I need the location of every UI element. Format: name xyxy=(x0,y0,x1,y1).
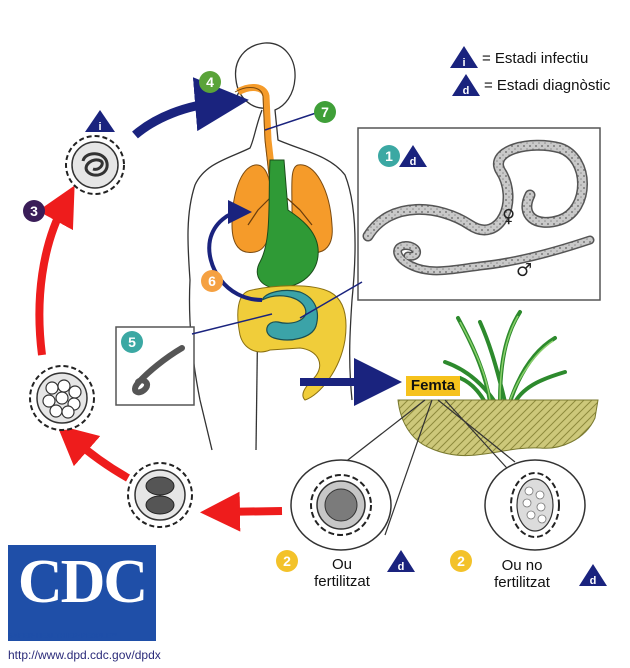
svg-text:d: d xyxy=(463,85,470,97)
svg-text:d: d xyxy=(410,156,417,168)
svg-text:3: 3 xyxy=(30,203,38,219)
adult-worm-male-fill xyxy=(394,237,593,274)
step-3-badge: 3 xyxy=(23,200,45,222)
fertilized-egg-label-line2: fertilitzat xyxy=(314,573,370,590)
cdc-logo: CDC xyxy=(8,545,156,641)
step-2-badge-unfertile: 2 xyxy=(450,550,472,572)
fertilized-egg-label: Ou fertilitzat xyxy=(300,556,384,590)
arrow-embryonated-development-2 xyxy=(35,185,75,356)
unfertilized-egg-label: Ou no fertilitzat xyxy=(474,557,570,591)
grass-highlight xyxy=(459,315,554,401)
diagnostic-stage-icon-fertile: d xyxy=(387,550,415,573)
feces-label: Femta xyxy=(406,376,460,396)
adult-worm-female-fill xyxy=(364,141,587,240)
female-symbol: ♀ xyxy=(502,206,515,227)
step-7-badge: 7 xyxy=(314,101,336,123)
egg-infective-larva xyxy=(65,135,125,195)
svg-text:2: 2 xyxy=(283,553,291,569)
inset-pointer-intestine xyxy=(299,281,363,319)
diagnostic-stage-icon-adult: d xyxy=(399,145,427,168)
step-6-badge: 6 xyxy=(201,270,223,292)
cdc-url-link[interactable]: http://www.dpd.cdc.gov/dpdx xyxy=(8,648,161,662)
svg-text:1: 1 xyxy=(385,148,393,164)
egg-two-cell xyxy=(127,462,193,528)
step-5-badge: 5 xyxy=(121,331,143,353)
svg-text:2: 2 xyxy=(457,553,465,569)
step-1-badge: 1 xyxy=(378,145,400,167)
lung-migration-arrow xyxy=(207,200,263,302)
small-intestine xyxy=(260,289,319,341)
fertilized-egg-label-line1: Ou xyxy=(331,556,352,573)
infective-stage-icon-legend: i xyxy=(450,46,478,69)
arrow-embryonated-development-1 xyxy=(56,424,130,482)
larva-icon xyxy=(132,345,185,396)
infective-stage-icon-egg: i xyxy=(85,110,115,133)
legend-diagnostic-label: = Estadi diagnòstic xyxy=(484,77,611,94)
svg-text:7: 7 xyxy=(321,104,329,120)
soil-egg-pointers xyxy=(334,399,546,536)
soil-patch xyxy=(397,399,599,456)
svg-text:d: d xyxy=(398,561,405,573)
cdc-logo-letters: CDC xyxy=(17,548,148,616)
arrow-to-mouth xyxy=(132,77,249,139)
larva-pointer xyxy=(191,313,273,335)
egg-unfertilized xyxy=(484,459,586,551)
airway-pointer xyxy=(264,112,317,131)
step-4-badge: 4 xyxy=(199,71,221,93)
egg-fertilized xyxy=(290,459,392,551)
egg-morula xyxy=(29,365,95,431)
diagnostic-stage-icon-unfertile: d xyxy=(579,564,607,587)
male-symbol: ♂ xyxy=(516,260,532,281)
unfertilized-egg-label-line1: Ou no xyxy=(501,557,543,574)
svg-text:6: 6 xyxy=(208,273,216,289)
large-intestine xyxy=(237,285,347,401)
grass-icon xyxy=(443,310,567,404)
step-2-badge-fertile: 2 xyxy=(276,550,298,572)
legend-infective-label: = Estadi infectiu xyxy=(482,50,589,67)
svg-text:i: i xyxy=(98,121,101,133)
arrow-eggs-to-embryonated xyxy=(200,491,283,532)
svg-text:i: i xyxy=(462,57,465,69)
svg-text:4: 4 xyxy=(206,74,214,90)
cdc-tagline: SAFER·HEALTHIER·PEOPLE™ xyxy=(8,633,119,640)
unfertilized-egg-label-line2: fertilitzat xyxy=(494,574,550,591)
diagnostic-stage-icon-legend: d xyxy=(452,74,480,97)
svg-text:d: d xyxy=(590,575,597,587)
svg-text:5: 5 xyxy=(128,334,136,350)
